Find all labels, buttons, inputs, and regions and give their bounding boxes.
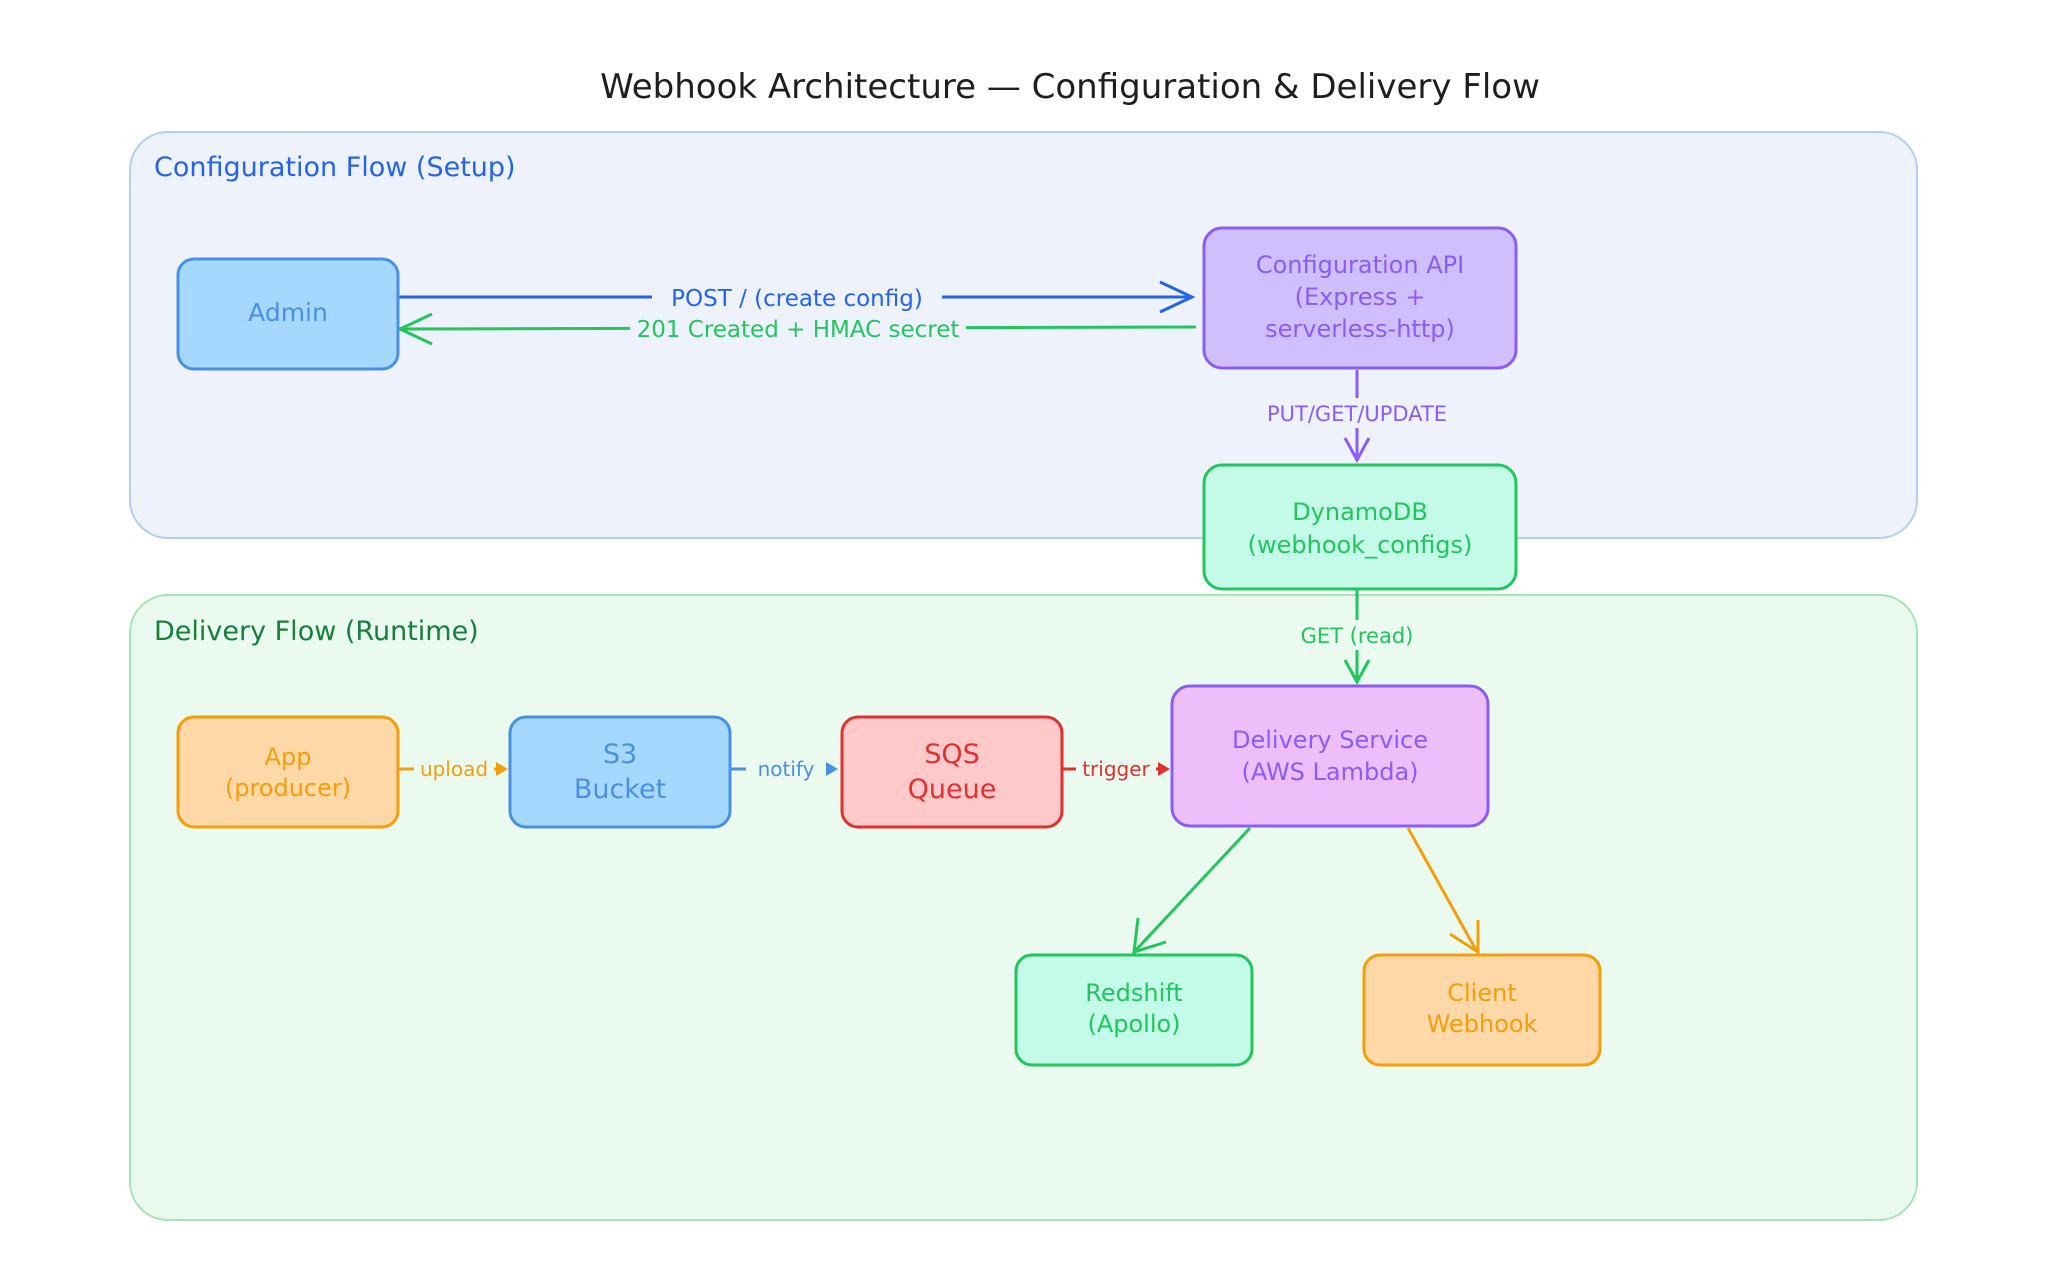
node-s3-line-2: Bucket — [574, 774, 666, 805]
node-config-api: Configuration API (Express + serverless-… — [1202, 226, 1518, 370]
node-app: App (producer) — [176, 715, 400, 829]
edge-get-read: GET (read) — [1288, 590, 1426, 686]
edge-label-post-create: POST / (create config) — [671, 286, 923, 312]
node-client-webhook-line-2: Webhook — [1427, 1010, 1538, 1038]
node-sqs-line-2: Queue — [908, 774, 997, 805]
edge-label-upload: upload — [420, 757, 488, 781]
node-s3-line-1: S3 — [603, 739, 637, 770]
node-sqs: SQS Queue — [840, 715, 1064, 829]
edge-upload: upload — [398, 755, 508, 783]
node-delivery-service: Delivery Service (AWS Lambda) — [1170, 684, 1490, 828]
edge-delivery-redshift — [1132, 826, 1252, 955]
edge-label-trigger: trigger — [1082, 757, 1150, 781]
config-flow-zone-label: Configuration Flow (Setup) — [154, 152, 516, 183]
edge-delivery-client — [1406, 827, 1480, 955]
node-app-line-2: (producer) — [225, 774, 351, 802]
node-config-api-line-2: (Express + — [1295, 283, 1426, 311]
node-admin: Admin — [176, 257, 400, 371]
edge-put-get-update: PUT/GET/UPDATE — [1250, 370, 1464, 464]
delivery-flow-zone — [129, 594, 1918, 1221]
node-client-webhook-line-1: Client — [1447, 979, 1516, 1007]
edge-label-put-get-update: PUT/GET/UPDATE — [1267, 402, 1447, 426]
node-dynamodb: DynamoDB (webhook_configs) — [1202, 463, 1518, 591]
diagram-title: Webhook Architecture — Configuration & D… — [600, 67, 1540, 107]
node-s3: S3 Bucket — [508, 715, 732, 829]
node-redshift-line-1: Redshift — [1085, 979, 1182, 1007]
node-dynamodb-line-1: DynamoDB — [1292, 498, 1428, 526]
edge-label-notify: notify — [758, 757, 815, 781]
edge-post-create: POST / (create config) — [396, 280, 1196, 314]
node-sqs-line-1: SQS — [924, 739, 980, 770]
edge-label-get-read: GET (read) — [1301, 624, 1414, 648]
edge-trigger: trigger — [1062, 755, 1170, 783]
delivery-flow-zone-label: Delivery Flow (Runtime) — [154, 616, 479, 647]
node-client-webhook: Client Webhook — [1362, 953, 1602, 1067]
node-redshift-line-2: (Apollo) — [1087, 1010, 1180, 1038]
node-dynamodb-line-2: (webhook_configs) — [1248, 531, 1473, 559]
node-redshift: Redshift (Apollo) — [1014, 953, 1254, 1067]
node-config-api-line-3: serverless-http) — [1265, 315, 1455, 343]
edge-label-created-secret: 201 Created + HMAC secret — [637, 317, 960, 343]
node-config-api-line-1: Configuration API — [1256, 251, 1464, 279]
node-admin-label: Admin — [248, 298, 328, 327]
node-delivery-service-line-1: Delivery Service — [1232, 726, 1428, 754]
node-delivery-service-line-2: (AWS Lambda) — [1241, 758, 1418, 786]
node-app-line-1: App — [265, 743, 312, 771]
edge-created-secret: 201 Created + HMAC secret — [396, 312, 1197, 346]
edge-notify: notify — [730, 755, 838, 783]
